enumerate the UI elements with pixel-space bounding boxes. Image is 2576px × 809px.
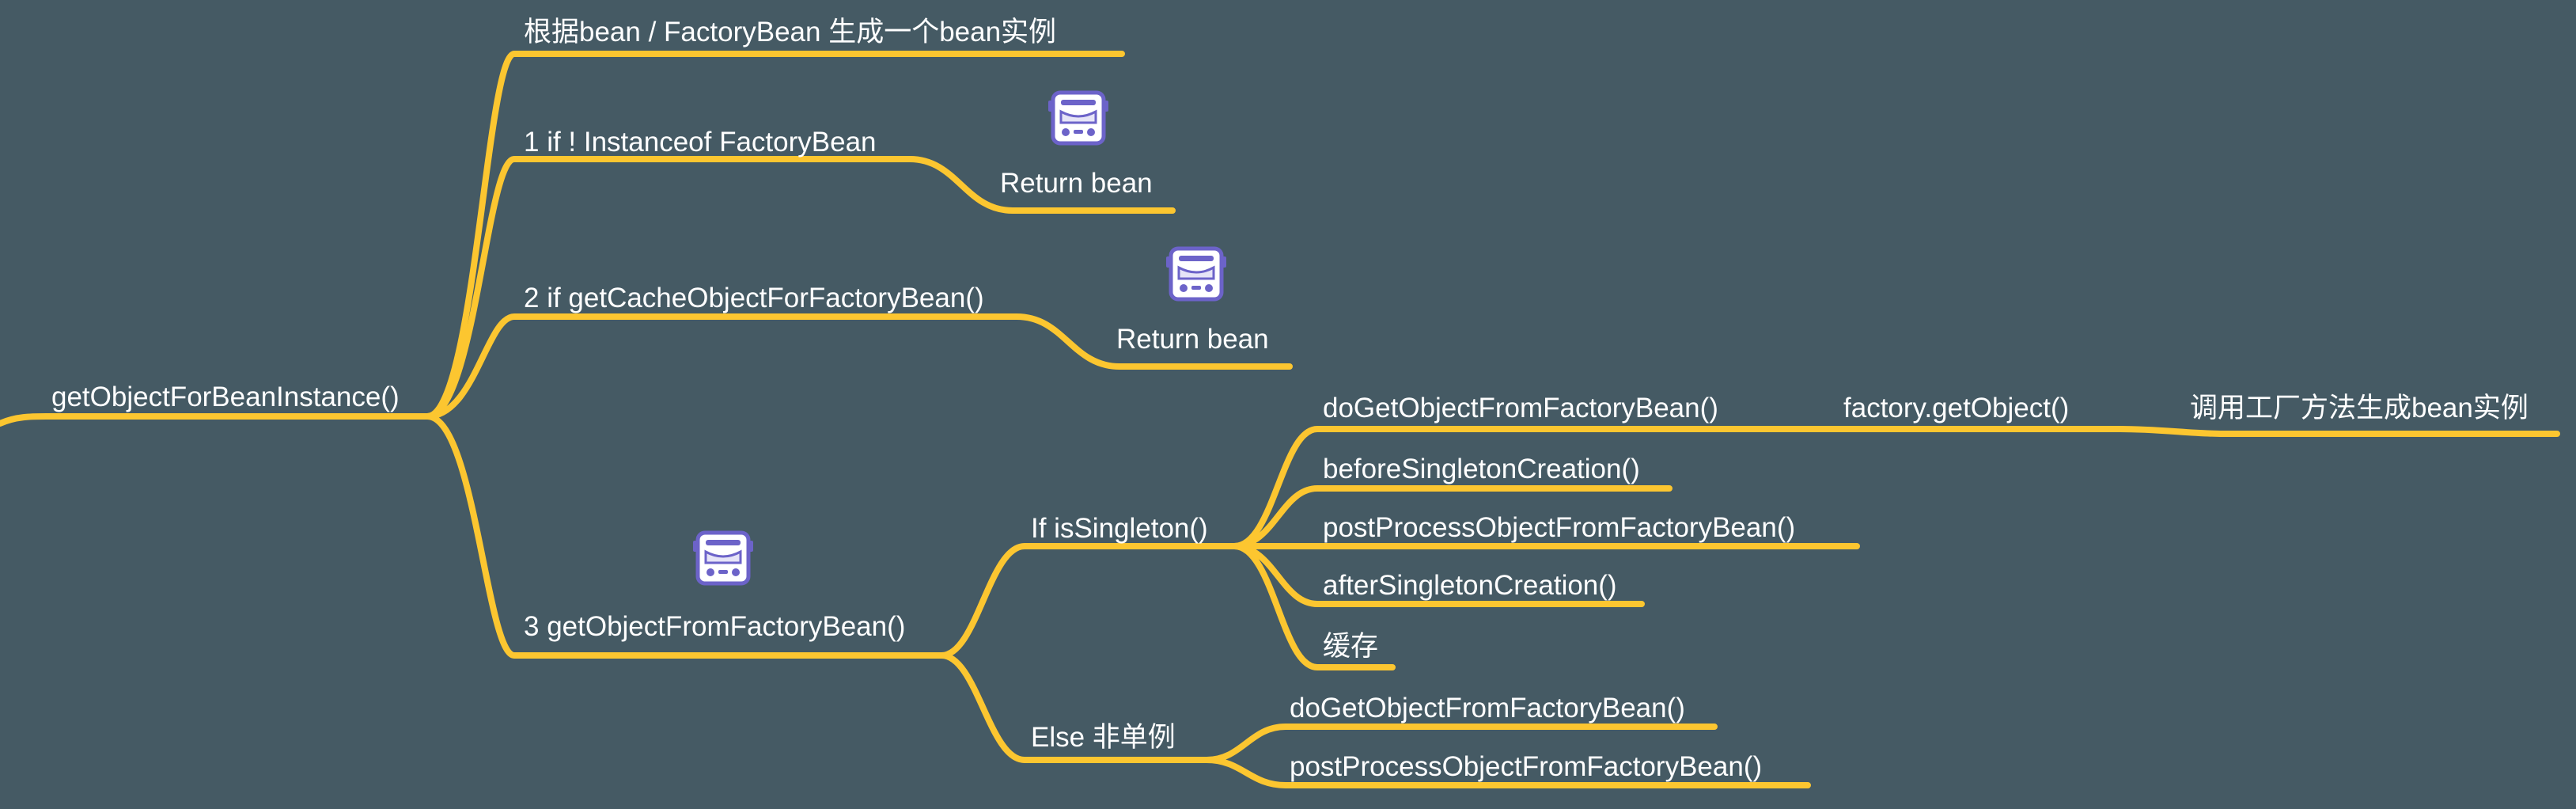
cache-label[interactable]: 缓存 [1323,631,1378,662]
singleton-node-label[interactable]: If isSingleton() [1031,513,1208,544]
step1-node-label[interactable]: 1 if ! Instanceof FactoryBean [524,127,877,158]
edge-root-to-step3 [424,413,945,659]
step2-node-label[interactable]: 2 if getCacheObjectForFactoryBean() [524,283,984,313]
edge-root-to-generate [424,51,1125,420]
edge-step3-to-non-singleton [938,652,1210,763]
non-singleton-node-label[interactable]: Else 非单例 [1031,722,1176,753]
step3-node-label[interactable]: 3 getObjectFromFactoryBean() [524,611,905,642]
bus-icon [693,533,753,583]
non-singleton-do-get-label[interactable]: doGetObjectFromFactoryBean() [1290,693,1685,724]
root-node-label[interactable]: getObjectForBeanInstance() [51,382,400,412]
step2-return-label[interactable]: Return bean [1116,324,1269,355]
edges [0,51,2560,788]
factory-note-label[interactable]: 调用工厂方法生成bean实例 [2190,393,2529,423]
post-process-label[interactable]: postProcessObjectFromFactoryBean() [1323,512,1795,543]
before-creation-label[interactable]: beforeSingletonCreation() [1323,454,1640,484]
singleton-do-get-label[interactable]: doGetObjectFromFactoryBean() [1323,393,1718,423]
bus-icon [1166,249,1226,299]
generate-node-label[interactable]: 根据bean / FactoryBean 生成一个bean实例 [524,17,1056,47]
labels: getObjectForBeanInstance() 根据bean / Fact… [51,17,2529,782]
edge-root-to-step1 [424,156,1176,420]
edge-singleton-to-do-get [1231,426,2560,549]
non-singleton-post-label[interactable]: postProcessObjectFromFactoryBean() [1290,751,1762,782]
edge-step3-to-singleton [938,543,1237,659]
edge-non-singleton-to-post [1203,757,1811,788]
edge-singleton-to-cache [1231,543,1396,670]
step1-return-label[interactable]: Return bean [1000,168,1153,199]
edge-root-stub [0,413,430,427]
after-creation-label[interactable]: afterSingletonCreation() [1323,570,1617,601]
bus-icon [1048,93,1108,143]
edge-root-to-step2 [424,313,1293,420]
factory-get-object-label[interactable]: factory.getObject() [1843,393,2069,423]
